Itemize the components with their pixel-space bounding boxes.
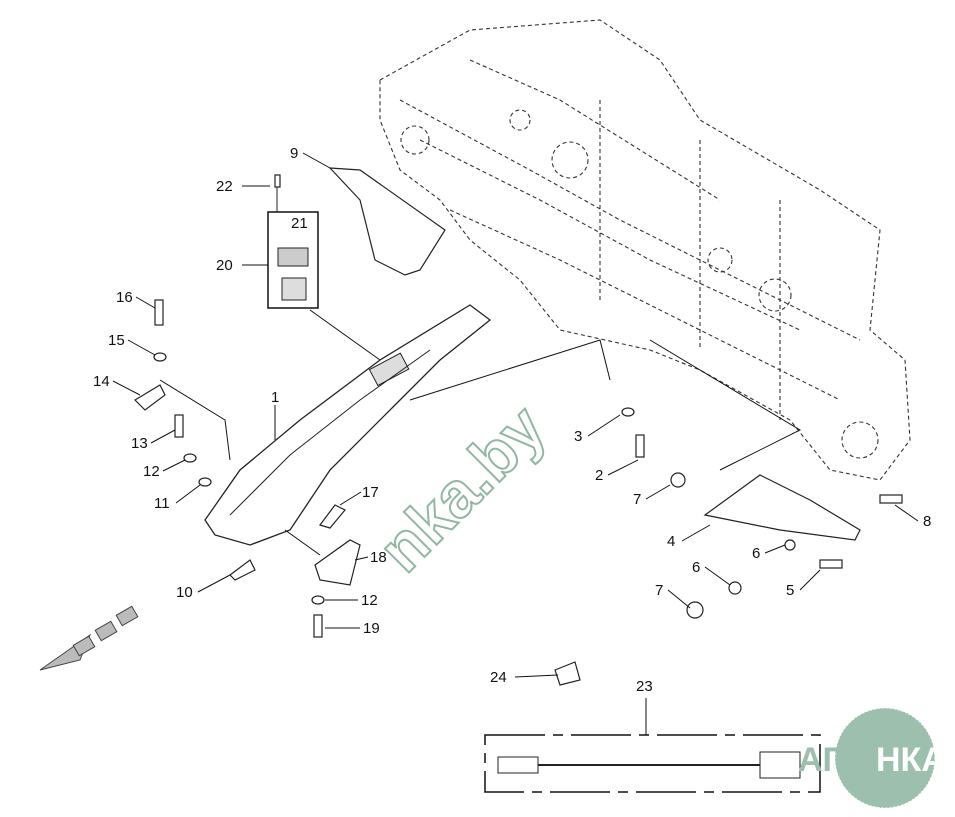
agronka-logo: АГРО НКА [798, 707, 946, 809]
fasteners [134, 174, 903, 686]
logo-circle [834, 707, 936, 809]
direction-arrow-icon [39, 605, 139, 671]
callout-22: 22 [216, 178, 233, 195]
logo-text-right: НКА [876, 741, 946, 779]
callout-5: 5 [786, 582, 794, 599]
callout-20: 20 [216, 257, 233, 274]
callout-10: 10 [176, 584, 193, 601]
callout-12b: 12 [361, 592, 378, 609]
callout-1: 1 [271, 389, 279, 406]
callout-19: 19 [363, 620, 380, 637]
callout-17: 17 [362, 484, 379, 501]
callout-3: 3 [574, 428, 582, 445]
callout-6: 6 [752, 545, 760, 562]
callout-12: 12 [143, 463, 160, 480]
callout-21: 21 [291, 215, 308, 232]
callout-18: 18 [370, 549, 387, 566]
callout-6b: 6 [692, 559, 700, 576]
part-1-chute [204, 304, 492, 546]
part-20-housing [281, 277, 307, 301]
part-18-bracket [314, 539, 361, 586]
logo-text-left: АГРО [798, 741, 891, 779]
callout-2: 2 [595, 467, 603, 484]
callout-11: 11 [154, 495, 170, 512]
callout-24: 24 [490, 669, 507, 686]
part-23-cable [497, 751, 801, 779]
callout-15: 15 [108, 332, 125, 349]
callout-16: 16 [116, 289, 133, 306]
callout-4: 4 [667, 533, 675, 550]
callout-7b: 7 [655, 582, 663, 599]
callout-8: 8 [923, 513, 931, 530]
callout-labels: 9 22 21 20 16 15 14 1 13 12 11 17 18 10 … [93, 145, 931, 695]
callout-14: 14 [93, 373, 110, 390]
part-1-edge [229, 349, 431, 516]
part-9-shield [328, 167, 446, 276]
callout-9: 9 [290, 145, 298, 162]
machine-frame [379, 19, 911, 481]
watermark-text: nka.by [365, 391, 560, 586]
part-23-box [484, 734, 821, 793]
part-21-switch [277, 247, 309, 267]
part-1-window [368, 352, 410, 387]
part-4-plate [703, 474, 861, 541]
callout-13: 13 [131, 435, 148, 452]
leader-lines [112, 152, 919, 735]
callout-23: 23 [636, 678, 653, 695]
callout-7: 7 [633, 491, 641, 508]
